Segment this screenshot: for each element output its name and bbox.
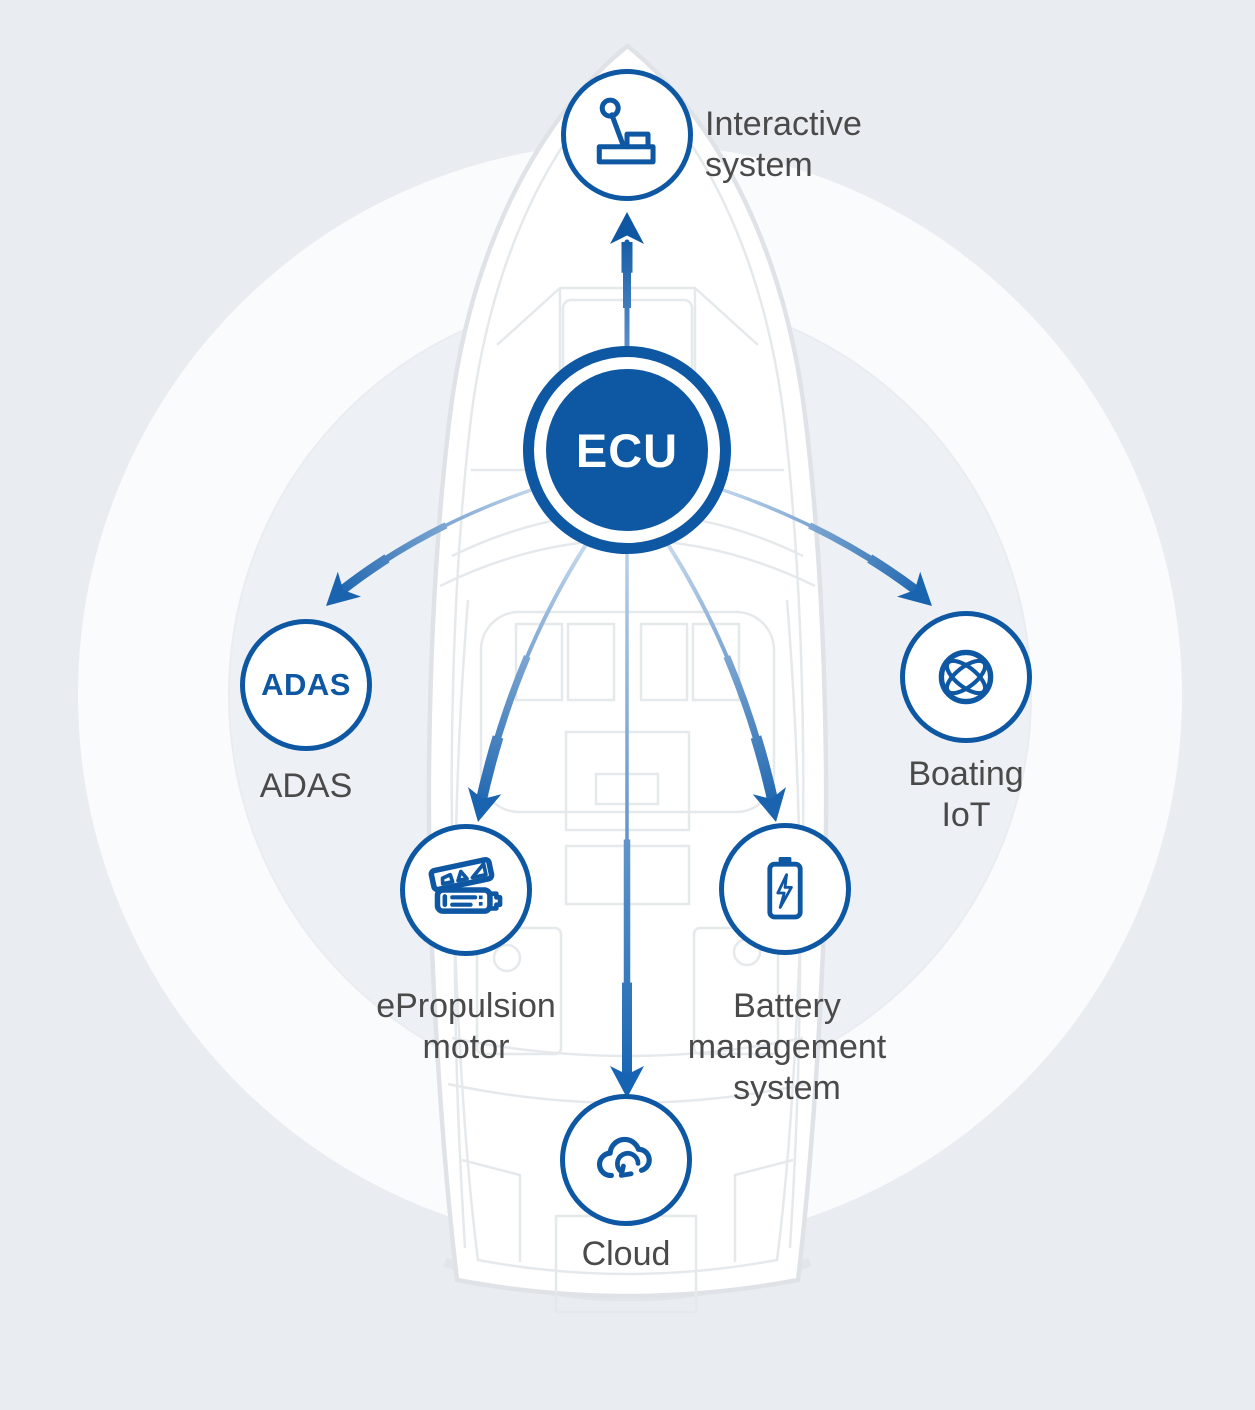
label-line: system: [705, 146, 813, 184]
arrow-ecu-to-interactive-system: [610, 212, 644, 355]
node-adas: ADAS: [240, 619, 372, 751]
label-line: ePropulsion: [376, 987, 556, 1025]
ecu-hub-node: ECU: [523, 346, 731, 554]
ecu-hub-core: ECU: [546, 369, 708, 531]
node-boating-iot: [900, 611, 1032, 743]
motor-icon: [428, 857, 503, 914]
node-cloud: [560, 1094, 692, 1226]
label-line: IoT: [941, 796, 991, 834]
label-line: motor: [422, 1028, 510, 1066]
throttle-lever-icon: [596, 97, 656, 165]
label-interactive-system: Interactive system: [705, 104, 985, 186]
label-epropulsion-motor: ePropulsion motor: [316, 986, 616, 1068]
battery-charge-icon: [767, 857, 803, 920]
node-epropulsion-motor: [400, 824, 532, 956]
node-battery-management: [719, 823, 851, 955]
cloud-sync-icon: [596, 1136, 652, 1179]
ecu-arrows: [326, 212, 932, 1098]
label-adas: ADAS: [206, 766, 406, 807]
label-cloud: Cloud: [526, 1234, 726, 1275]
ecu-hub-label: ECU: [575, 423, 679, 477]
label-line: Boating: [908, 755, 1024, 793]
label-boating-iot: Boating IoT: [866, 754, 1066, 836]
label-line: ADAS: [259, 767, 353, 805]
label-line: Cloud: [581, 1235, 671, 1273]
globe-icon: [938, 649, 994, 705]
arrow-ecu-to-cloud: [610, 546, 644, 1098]
label-line: system: [733, 1069, 841, 1107]
label-line: management: [687, 1028, 887, 1066]
arrow-ecu-to-adas: [326, 482, 542, 606]
arrow-ecu-to-battery: [662, 540, 786, 822]
arrow-ecu-to-motor: [468, 540, 592, 822]
label-battery-management: Battery management system: [637, 986, 937, 1109]
node-interactive-system: [561, 69, 693, 201]
adas-badge: ADAS: [261, 667, 351, 702]
label-line: Battery: [733, 987, 841, 1025]
arrow-ecu-to-boating-iot: [712, 482, 932, 606]
label-line: Interactive: [705, 105, 862, 143]
